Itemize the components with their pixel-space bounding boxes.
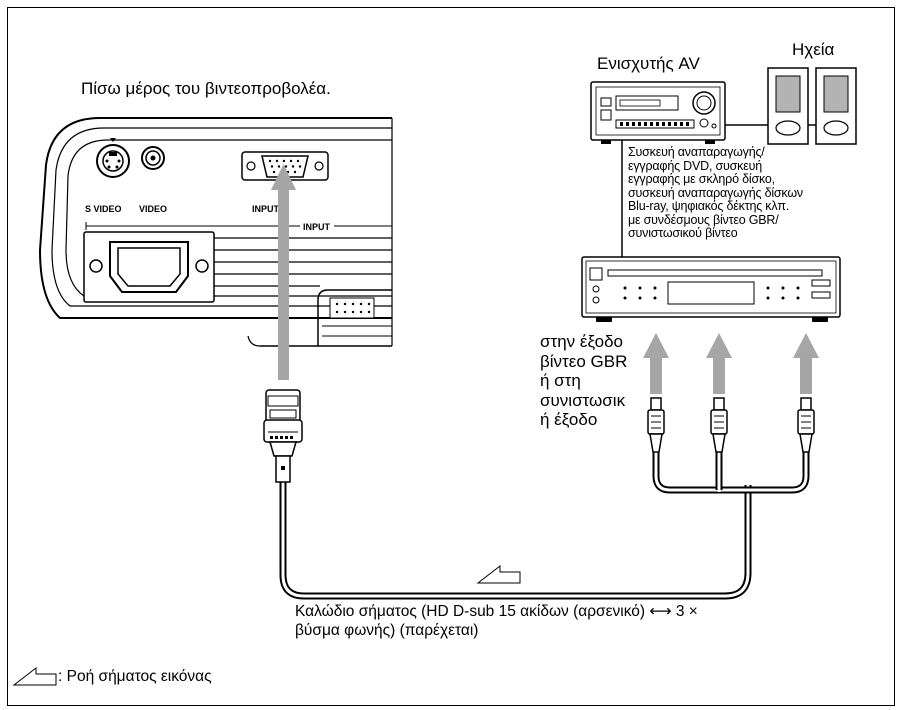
source-device-line: συνιστωσικού βίντεο (628, 226, 738, 240)
arrow-to-output-right (793, 333, 819, 394)
speakers-label: Ηχεία (792, 40, 835, 59)
svideo-port-label: S VIDEO (85, 204, 122, 214)
source-device-line: με συνδέσμους βίντεο GBR/ (628, 212, 779, 227)
signal-flow-arrow (476, 564, 521, 584)
video-port (141, 146, 165, 170)
source-device-line: Συσκευή αναπαραγωγής/ (628, 145, 765, 159)
power-inlet (83, 231, 215, 303)
legend-text: : Ροή σήματος εικόνας (58, 668, 212, 685)
speaker-right (815, 67, 857, 145)
output-label-line: ή έξοδο (540, 410, 598, 429)
signal-cable (279, 450, 810, 600)
signal-arrows (271, 164, 819, 394)
dsub-plug (263, 389, 303, 483)
svideo-port (96, 138, 130, 178)
output-label-line: βίντεο GBR (540, 351, 628, 371)
source-device-line: συσκευή αναπαραγωγής δίσκων (628, 185, 803, 200)
cable-label-line: Καλώδιο σήματος (HD D-sub 15 ακίδων (αρσ… (295, 603, 698, 620)
cable-label: Καλώδιο σήματος (HD D-sub 15 ακίδων (αρσ… (295, 602, 698, 640)
input-a-port-label: INPUT A (252, 204, 288, 214)
legend-flow-icon (12, 666, 57, 686)
cable-label-line: βύσμα φωνής) (παρέχεται) (295, 622, 479, 639)
source-device-line: εγγραφής με σκληρό δίσκο, (628, 172, 775, 186)
video-port-label: VIDEO (139, 204, 167, 214)
arrow-to-input-a (271, 164, 296, 380)
speaker-left (767, 67, 809, 145)
projector-rear-panel: S VIDEO VIDEO INPUT A INPUT (38, 117, 393, 347)
projector-side-module (317, 289, 392, 346)
output-label: στην έξοδο βίντεο GBR ή στη συνιστωσικ ή… (540, 332, 627, 430)
source-device-description: Συσκευή αναπαραγωγής/ εγγραφής DVD, συσκ… (628, 145, 803, 241)
source-device-line: Blu-ray, ψηφιακός δέκτης κλπ. (628, 199, 790, 213)
projector-rear-title: Πίσω μέρος του βιντεοπροβολέα. (81, 79, 331, 98)
av-amplifier (590, 81, 726, 144)
input-group-label: INPUT (303, 222, 331, 232)
input-a-port (241, 151, 329, 181)
rca-plug-left (647, 397, 665, 453)
rca-plug-middle (710, 397, 728, 453)
arrow-to-output-middle (706, 333, 732, 394)
source-device (581, 256, 841, 322)
diagram-border (7, 7, 895, 706)
rca-plug-right (797, 397, 815, 453)
output-label-line: ή στη (540, 371, 581, 390)
amplifier-label: Ενισχυτής AV (597, 54, 700, 73)
output-label-line: συνιστωσικ (540, 390, 626, 410)
source-device-line: εγγραφής DVD, συσκευή (628, 158, 762, 173)
arrow-to-output-left (643, 333, 669, 394)
output-label-line: στην έξοδο (540, 332, 623, 351)
